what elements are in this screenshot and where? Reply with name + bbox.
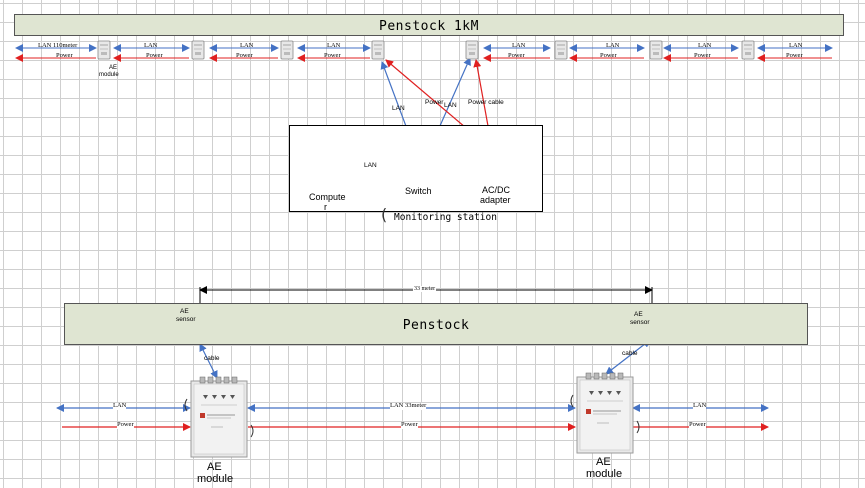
top-lan-label-6: LAN (512, 42, 526, 49)
adapter-label-2: adapter (480, 195, 511, 205)
cable-left-label: cable (204, 355, 220, 362)
bottom-lan-middle-label: LAN 33meter (390, 402, 427, 410)
top-ae-module-label-2: module (99, 72, 119, 78)
top-ae-module-4 (371, 40, 385, 60)
top-power-label-2: Power (146, 52, 163, 59)
switch-label: Switch (405, 186, 432, 196)
bottom-ae-module-left-label-2: module (197, 473, 234, 485)
bottom-lan-right-label: LAN (693, 402, 707, 410)
monitoring-station-box (289, 125, 543, 212)
sensor-right-label-1: AE (634, 311, 643, 318)
top-power-label-1: Power (56, 52, 73, 59)
sensor-left-label-1: AE (180, 308, 189, 315)
top-power-label-3: Power (236, 52, 253, 59)
top-ae-module-1 (97, 40, 111, 60)
top-lan-label-9: LAN (789, 42, 803, 49)
station-lan-up-left-label: LAN (392, 105, 405, 112)
top-power-label-8: Power (694, 52, 711, 59)
top-lan-label-2: LAN (144, 42, 158, 49)
bottom-power-left-label: Power (117, 421, 134, 429)
sensor-left-label-2: sensor (176, 316, 196, 323)
top-power-label-7: Power (600, 52, 617, 59)
ae-module-left (184, 376, 254, 458)
cable-right-label: cable (622, 350, 638, 357)
top-lan-label-8: LAN (698, 42, 712, 49)
bottom-power-right-label: Power (689, 421, 706, 429)
bottom-ae-module-right-label-2: module (586, 468, 623, 480)
top-power-label-6: Power (508, 52, 525, 59)
station-power-cable-label: Power cable (468, 99, 504, 106)
adapter-label-1: AC/DC (482, 185, 511, 195)
sensor-right-label-2: sensor (630, 319, 650, 326)
top-power-label-9: Power (786, 52, 803, 59)
bottom-lan-left-label: LAN (113, 402, 127, 410)
top-ae-module-3 (280, 40, 294, 60)
bottom-power-middle-label: Power (401, 421, 418, 429)
top-ae-module-2 (191, 40, 205, 60)
top-lan-label-3: LAN (240, 42, 254, 49)
distance-label: 33 meter (413, 286, 437, 292)
top-ae-module-label-1: AE (108, 65, 117, 71)
lan-computer-switch-label: LAN (364, 162, 377, 170)
top-ae-module-8 (741, 40, 755, 60)
computer-label-1: Compute (309, 192, 346, 202)
monitoring-station-title: Monitoring station (394, 212, 497, 223)
top-penstock-bar: Penstock 1kM (14, 14, 844, 36)
top-ae-module-6 (554, 40, 568, 60)
top-ae-module-5 (465, 40, 479, 60)
cable-left (199, 343, 218, 379)
computer-label-2: r (324, 202, 327, 212)
cable-right (605, 339, 651, 375)
top-lan-label-7: LAN (606, 42, 620, 49)
top-lan-label-4: LAN (327, 42, 341, 49)
bottom-penstock-bar: Penstock (64, 303, 808, 345)
station-lan-up-right-label: LAN (444, 102, 457, 109)
ae-module-right (570, 372, 640, 454)
lan-110-label: LAN 110meter (38, 42, 78, 49)
top-ae-module-7 (649, 40, 663, 60)
top-chain-arrows (15, 44, 833, 62)
station-power-label: Power (425, 99, 444, 106)
bottom-ae-module-right-label-1: AE (596, 456, 611, 468)
top-power-label-4: Power (324, 52, 341, 59)
bottom-penstock-title: Penstock (402, 318, 470, 333)
bottom-devices (184, 324, 660, 458)
top-modules (97, 40, 755, 60)
top-penstock-title: Penstock 1kM (379, 19, 479, 34)
station-title-bracket: ( (381, 205, 388, 224)
bottom-ae-module-left-label-1: AE (207, 461, 222, 473)
